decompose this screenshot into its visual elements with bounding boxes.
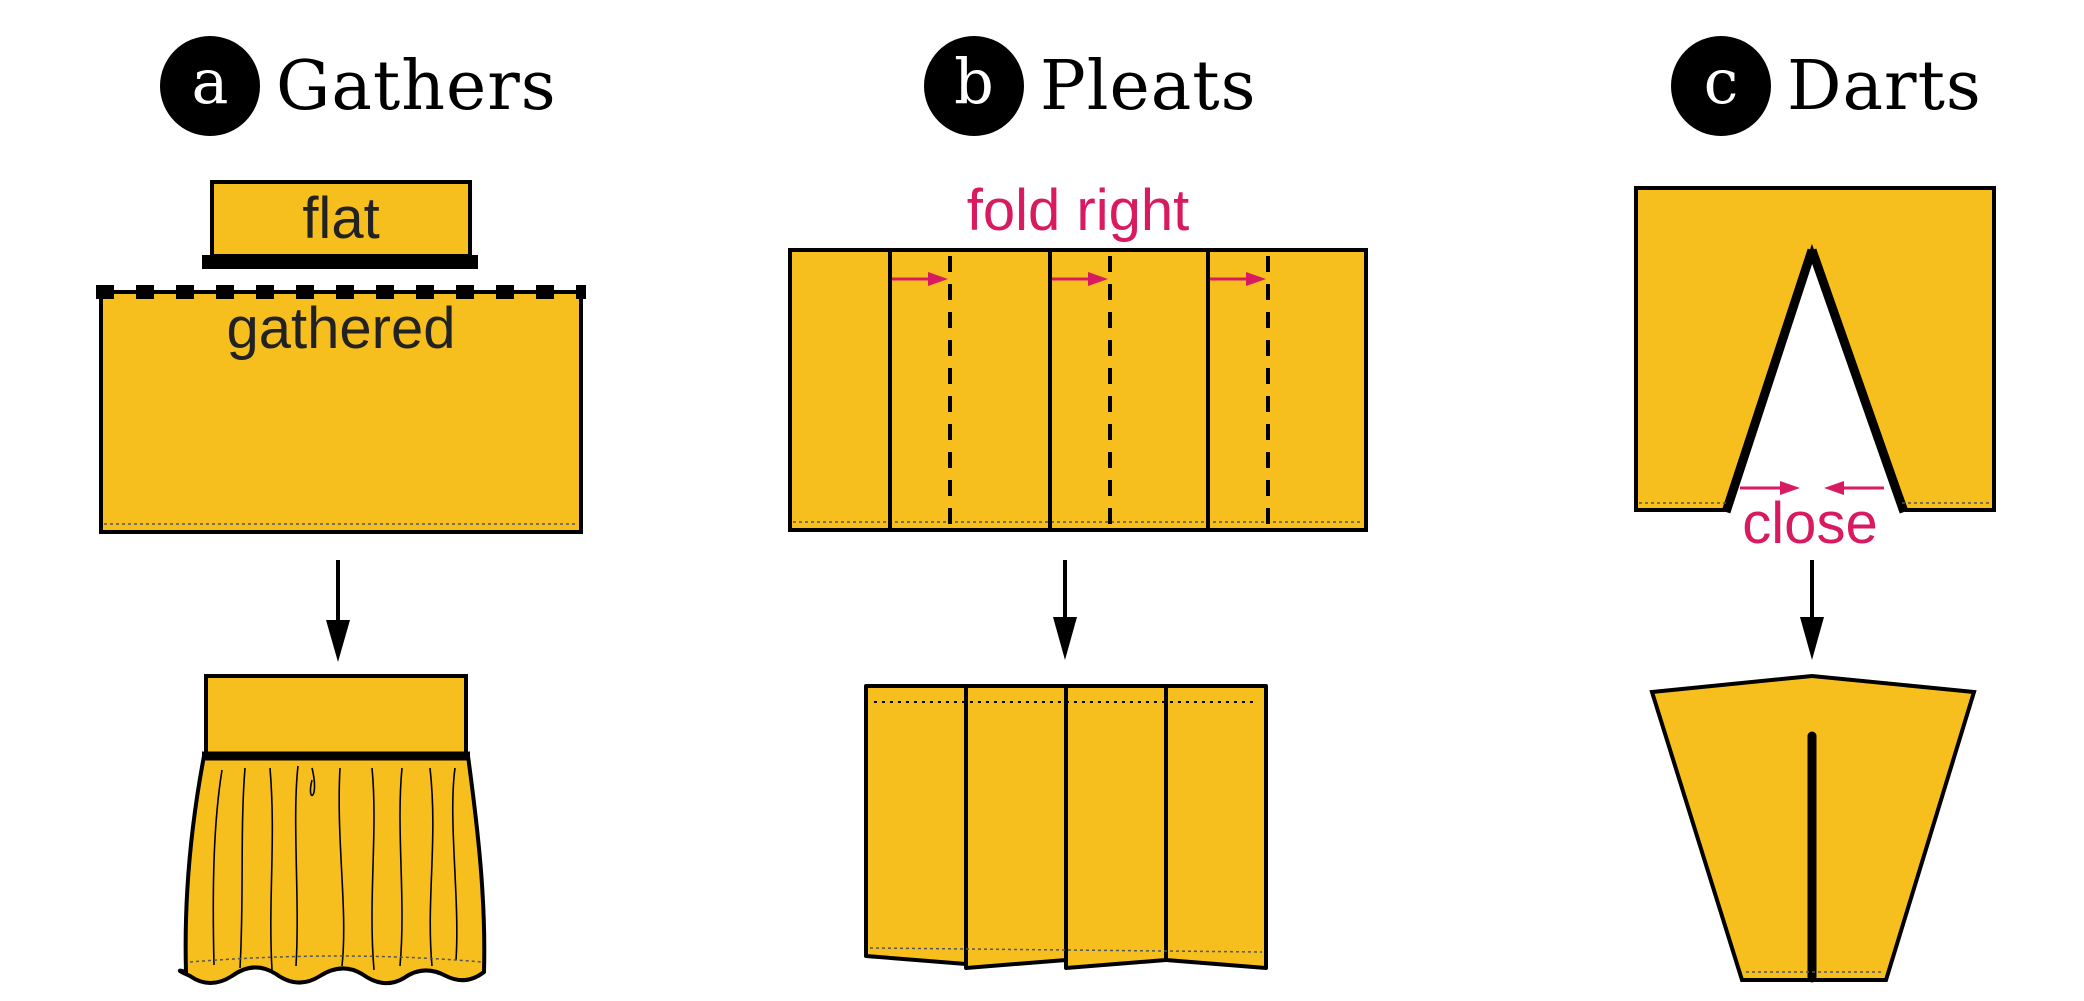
close-arrows <box>1740 481 1884 495</box>
gathers-arrow-head <box>326 620 350 662</box>
flat-label: flat <box>302 186 379 251</box>
panel-c-header: c Darts <box>1671 36 1982 136</box>
panel-b-header: b Pleats <box>924 36 1257 136</box>
dart-leg-left <box>1721 248 1817 514</box>
dart-fabric <box>1634 186 1996 512</box>
gathers-panel: flat gathered <box>96 180 586 986</box>
panel-a-title: Gathers <box>276 46 557 126</box>
fold-arrows <box>892 272 1266 286</box>
panel-c-badge: c <box>1671 36 1771 136</box>
skirt-hem-stitch <box>189 955 483 963</box>
pleated-result <box>864 684 1268 970</box>
pleats-panel: fold right <box>788 178 1368 970</box>
pleat-fabric <box>788 248 1368 532</box>
fold-right-label: fold right <box>967 178 1189 243</box>
panel-b-badge: b <box>924 36 1024 136</box>
gathered-panel <box>99 290 583 534</box>
panel-c-title: Darts <box>1787 46 1982 126</box>
panel-a-badge: a <box>160 36 260 136</box>
panel-a-header: a Gathers <box>160 36 557 136</box>
skirt-folds <box>212 765 458 971</box>
gathered-label: gathered <box>227 296 456 361</box>
darts-panel: close <box>1634 186 1996 983</box>
darts-arrow-head <box>1800 617 1824 660</box>
dart-leg-right <box>1807 248 1909 514</box>
panel-b-title: Pleats <box>1040 46 1257 126</box>
flat-band <box>210 180 472 258</box>
result-band <box>204 674 468 758</box>
pleats-arrow-head <box>1053 617 1077 660</box>
close-label: close <box>1742 491 1877 556</box>
gathered-skirt <box>178 754 487 986</box>
